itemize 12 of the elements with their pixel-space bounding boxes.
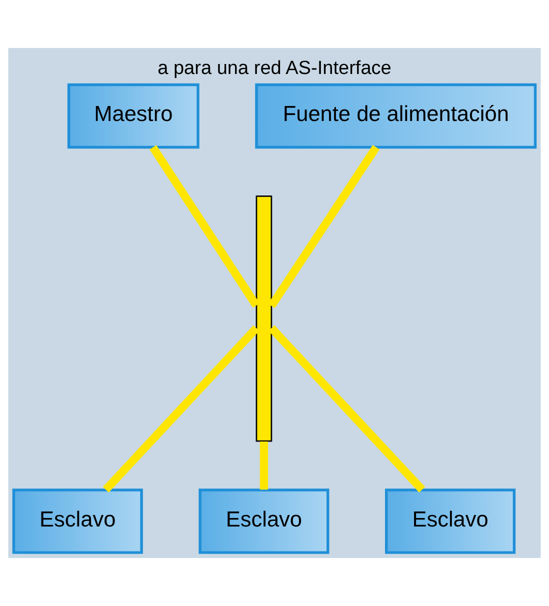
node-box: Esclavo xyxy=(385,488,516,554)
node-box: Maestro xyxy=(67,83,200,149)
connector xyxy=(260,441,268,490)
connector xyxy=(268,325,426,492)
node-box: Esclavo xyxy=(12,488,143,554)
node-bar xyxy=(256,196,272,442)
connector xyxy=(268,145,380,308)
connector xyxy=(150,145,260,308)
node-box: Esclavo xyxy=(198,488,330,554)
node-box: Fuente de alimentación xyxy=(255,83,537,149)
diagram-title: a para una red AS-Interface xyxy=(158,58,392,80)
connector xyxy=(102,325,260,492)
